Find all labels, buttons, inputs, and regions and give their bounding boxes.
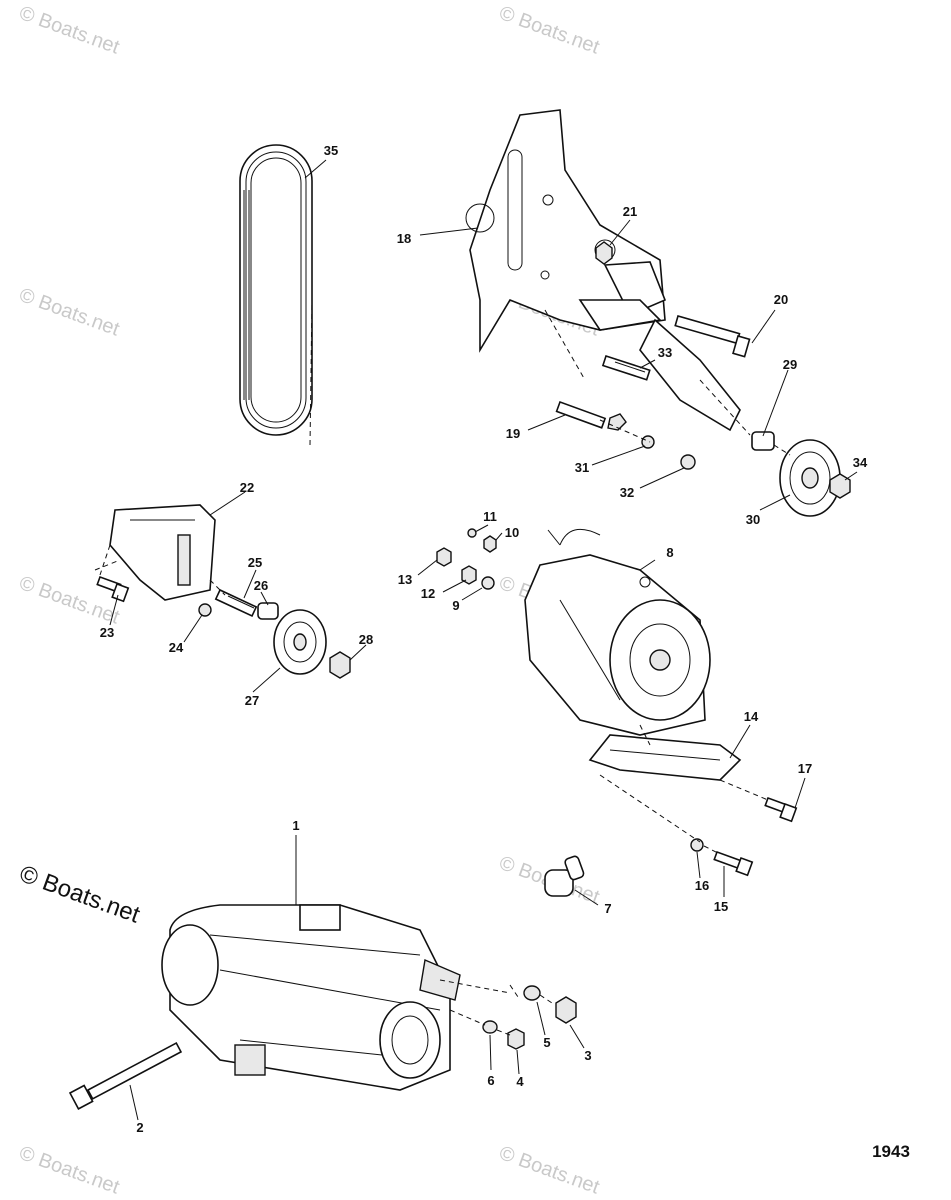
callout-label: 23 <box>100 625 114 640</box>
bolt-15 <box>713 850 754 877</box>
bolt-25 <box>214 588 258 618</box>
nut-icon <box>595 241 613 265</box>
callout-label: 28 <box>359 632 373 647</box>
idler-bracket <box>639 318 741 432</box>
callout-label: 16 <box>695 878 709 893</box>
callout-label: 4 <box>516 1074 524 1089</box>
callout-label: 35 <box>324 143 338 158</box>
callout-label: 9 <box>452 598 459 613</box>
washer-icon <box>198 603 212 617</box>
fitting-7 <box>544 855 585 897</box>
callout-label: 3 <box>584 1048 591 1063</box>
callout-label: 32 <box>620 485 634 500</box>
callout-label: 6 <box>487 1073 494 1088</box>
spacer-icon <box>641 435 655 449</box>
callout-label: 1 <box>292 818 299 833</box>
callout-label: 34 <box>853 455 868 470</box>
callout-label: 11 <box>483 509 497 524</box>
nut-icon <box>829 473 851 499</box>
pulley-27 <box>273 609 327 675</box>
leader-lines <box>109 159 858 1121</box>
long-bolt <box>674 315 751 358</box>
washer-icon <box>680 454 696 470</box>
mounting-bracket <box>465 109 667 353</box>
callout-label: 10 <box>505 525 519 540</box>
bushing <box>751 431 775 451</box>
watermark: © Boats.net <box>16 2 122 59</box>
small-hardware <box>436 528 497 590</box>
bolt-23 <box>96 575 130 603</box>
idler-pulley <box>779 439 841 517</box>
callout-layer: 1 2 3 4 5 6 7 8 9 10 11 12 13 14 15 16 1… <box>100 143 868 1135</box>
stud-19 <box>555 400 627 431</box>
alternator <box>524 528 711 736</box>
starter-motor <box>161 904 461 1091</box>
plate-number: 1943 <box>872 1142 910 1161</box>
callout-label: 19 <box>506 426 520 441</box>
callout-label: 24 <box>169 640 184 655</box>
callout-label: 33 <box>658 345 672 360</box>
starter-hardware <box>482 985 577 1050</box>
callout-label: 25 <box>248 555 262 570</box>
brand-caption: © Boats.net <box>16 860 144 928</box>
stud <box>601 354 651 381</box>
starter-bolt <box>68 1041 183 1110</box>
callout-label: 14 <box>744 709 759 724</box>
assembly-lines <box>94 299 791 1036</box>
callout-label: 7 <box>604 901 611 916</box>
callout-label: 12 <box>421 586 435 601</box>
callout-label: 2 <box>136 1120 143 1135</box>
alternator-strap <box>588 734 742 781</box>
callout-label: 8 <box>666 545 673 560</box>
callout-label: 17 <box>798 761 812 776</box>
watermark: © Boats.net <box>16 1142 122 1199</box>
callout-label: 26 <box>254 578 268 593</box>
nut-icon <box>329 651 351 679</box>
washer-icon <box>690 838 704 852</box>
callout-label: 13 <box>398 572 412 587</box>
callout-label: 20 <box>774 292 788 307</box>
callout-label: 30 <box>746 512 760 527</box>
bracket-22 <box>109 504 216 601</box>
callout-label: 27 <box>245 693 259 708</box>
callout-label: 15 <box>714 899 728 914</box>
callout-label: 21 <box>623 204 637 219</box>
callout-label: 31 <box>575 460 589 475</box>
watermark: © Boats.net <box>496 2 602 59</box>
bolt-17 <box>764 796 798 823</box>
drive-belt <box>239 144 313 436</box>
callout-label: 22 <box>240 480 254 495</box>
callout-label: 29 <box>783 357 797 372</box>
watermark: © Boats.net <box>496 1142 602 1199</box>
bushing <box>257 602 279 620</box>
watermark: © Boats.net <box>16 284 122 341</box>
callout-label: 5 <box>543 1035 550 1050</box>
callout-label: 18 <box>397 231 411 246</box>
